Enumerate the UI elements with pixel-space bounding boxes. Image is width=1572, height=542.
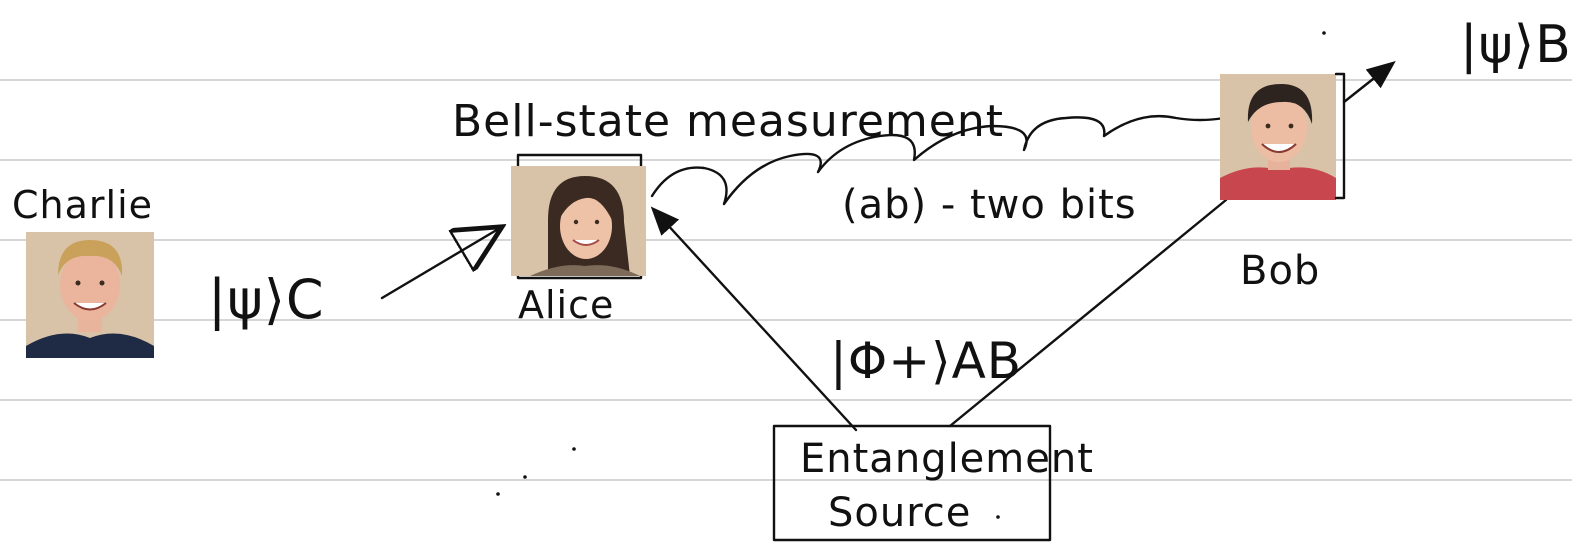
source-to-bob-line bbox=[948, 198, 1228, 428]
psi-c-label: |ψ⟩C bbox=[208, 268, 325, 331]
charlie-label: Charlie bbox=[12, 183, 153, 227]
classical-channel-wave bbox=[650, 114, 1226, 206]
alice-label: Alice bbox=[518, 283, 614, 327]
bob-bracket bbox=[1334, 72, 1346, 200]
entanglement-source-box bbox=[772, 424, 1052, 542]
source-label-line2: Source bbox=[828, 490, 971, 536]
psi-b-label: |ψ⟩B bbox=[1460, 15, 1572, 75]
classical-bits-label: (ab) - two bits bbox=[842, 182, 1137, 228]
alice-top-bracket bbox=[516, 153, 643, 168]
bell-measurement-label: Bell-state measurement bbox=[452, 96, 1004, 147]
stray-ink-dots bbox=[496, 31, 1326, 519]
bob-portrait bbox=[1220, 74, 1336, 200]
bob-output-arrow bbox=[1342, 61, 1396, 104]
phi-ab-label: |Φ+⟩AB bbox=[830, 332, 1022, 390]
charlie-to-alice-arrow bbox=[380, 228, 500, 300]
bob-label: Bob bbox=[1240, 248, 1320, 294]
source-label-line1: Entanglement bbox=[800, 436, 1094, 482]
charlie-portrait bbox=[26, 232, 154, 358]
alice-portrait bbox=[511, 166, 646, 276]
source-to-alice-arrow bbox=[650, 206, 858, 432]
